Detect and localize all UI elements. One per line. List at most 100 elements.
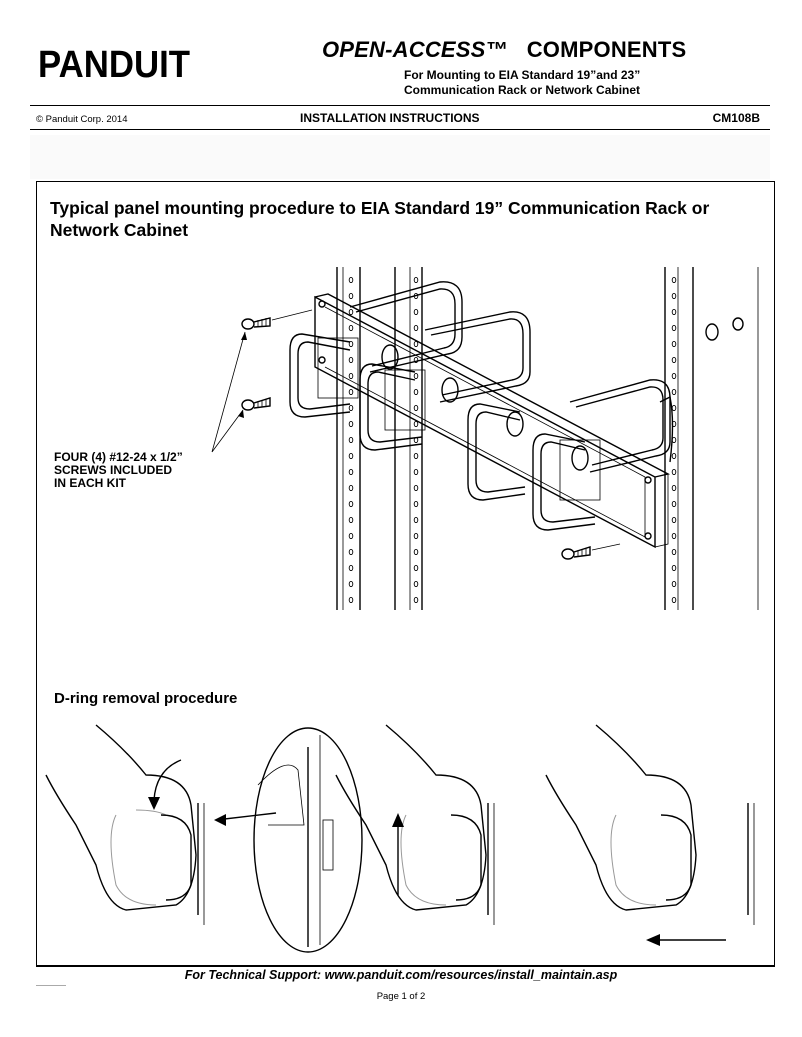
page-number: Page 1 of 2 <box>376 991 426 1002</box>
rail-hole <box>671 276 677 284</box>
panduit-logo: PANDUIT <box>38 44 190 80</box>
screw-label-line-3: IN EACH KIT <box>54 476 126 490</box>
rail-hole <box>348 404 354 412</box>
screw-label-line-1: FOUR (4) #12-24 x 1/2” <box>54 450 183 464</box>
rail-hole <box>348 564 354 572</box>
subtitle-line-2: Communication Rack or Network Cabinet <box>404 83 641 97</box>
rail-hole <box>671 532 677 540</box>
screw-icon <box>561 546 591 560</box>
rail-hole <box>413 420 419 428</box>
front-d-rings <box>289 333 674 531</box>
rail-hole <box>348 308 354 316</box>
technical-support-footer: For Technical Support: www.panduit.com/r… <box>184 968 618 982</box>
rail-hole <box>413 580 419 588</box>
copyright: © Panduit Corp. 2014 <box>36 114 128 125</box>
rail-hole <box>348 516 354 524</box>
rail-hole <box>413 404 419 412</box>
rail-hole <box>413 324 419 332</box>
hand-illustration <box>335 724 495 925</box>
rail-hole <box>413 356 419 364</box>
rail-hole <box>671 372 677 380</box>
footer-mark <box>36 985 66 986</box>
rail-hole <box>348 356 354 364</box>
document-number: CM108B <box>712 111 760 125</box>
rail-hole <box>671 388 677 396</box>
rail-hole <box>413 532 419 540</box>
rail-hole <box>671 548 677 556</box>
rail-hole <box>348 532 354 540</box>
rail-hole <box>348 276 354 284</box>
rail-hole <box>413 372 419 380</box>
rail-hole <box>348 292 354 300</box>
arrow-icon <box>646 934 660 946</box>
rail-hole <box>671 404 677 412</box>
rail-hole <box>671 596 677 604</box>
arrow-icon <box>392 813 404 827</box>
rack-rails <box>336 267 759 610</box>
rail-hole <box>671 484 677 492</box>
rail-hole <box>348 420 354 428</box>
rail-hole <box>348 548 354 556</box>
back-d-rings <box>349 281 671 473</box>
rail-hole <box>671 452 677 460</box>
rail-hole <box>348 500 354 508</box>
rail-hole <box>671 308 677 316</box>
rail-hole <box>413 500 419 508</box>
title-components: COMPONENTS <box>526 37 687 62</box>
rail-holes <box>348 276 677 604</box>
installation-instructions-heading: INSTALLATION INSTRUCTIONS <box>300 111 480 125</box>
hand-illustration <box>545 724 755 946</box>
rail-hole <box>348 468 354 476</box>
instruction-panel <box>36 181 775 966</box>
rail-hole <box>413 388 419 396</box>
rail-hole <box>348 388 354 396</box>
rail-hole <box>413 340 419 348</box>
rack-mounting-illustration <box>211 267 759 610</box>
logo-text: PANDUIT <box>38 44 190 80</box>
rail-hole <box>671 340 677 348</box>
rail-hole <box>413 548 419 556</box>
title-product-line: OPEN-ACCESS™ <box>322 37 508 62</box>
d-ring-removal-illustration <box>45 724 755 953</box>
arrow-icon <box>214 814 226 826</box>
zoom-detail <box>214 727 363 953</box>
screw-icon <box>241 317 271 330</box>
rail-hole <box>348 452 354 460</box>
header-rule-bottom <box>30 129 770 130</box>
rail-hole <box>413 468 419 476</box>
rail-hole <box>671 468 677 476</box>
rail-hole <box>671 356 677 364</box>
rail-hole <box>413 484 419 492</box>
hand-illustration <box>45 724 205 925</box>
mounting-procedure-heading: Typical panel mounting procedure to EIA … <box>50 198 710 240</box>
d-ring-removal-heading: D-ring removal procedure <box>54 690 238 707</box>
screw-icon <box>241 397 271 411</box>
rail-hole <box>671 516 677 524</box>
rail-hole <box>348 580 354 588</box>
rail-hole <box>348 340 354 348</box>
rail-hole <box>413 452 419 460</box>
rail-hole <box>413 516 419 524</box>
spacer-band <box>30 135 770 179</box>
rail-hole <box>348 484 354 492</box>
rail-hole <box>348 596 354 604</box>
rail-hole <box>671 500 677 508</box>
footer-rule <box>36 966 775 967</box>
rail-hole <box>671 292 677 300</box>
subtitle-line-1: For Mounting to EIA Standard 19”and 23” <box>404 68 641 82</box>
rail-hole <box>413 276 419 284</box>
rail-hole <box>413 308 419 316</box>
rail-hole <box>671 580 677 588</box>
header-rule-top <box>30 105 770 106</box>
rail-hole <box>348 372 354 380</box>
rail-hole <box>348 324 354 332</box>
rail-hole <box>671 324 677 332</box>
rail-hole <box>413 596 419 604</box>
arrow-icon <box>148 797 160 810</box>
rail-hole <box>413 564 419 572</box>
rail-hole <box>671 564 677 572</box>
screw-kit-label: FOUR (4) #12-24 x 1/2” SCREWS INCLUDED I… <box>54 451 183 490</box>
screw-leader-lines <box>211 331 246 453</box>
document-title: OPEN-ACCESS™ COMPONENTS <box>322 37 686 63</box>
screw-label-line-2: SCREWS INCLUDED <box>54 463 173 477</box>
